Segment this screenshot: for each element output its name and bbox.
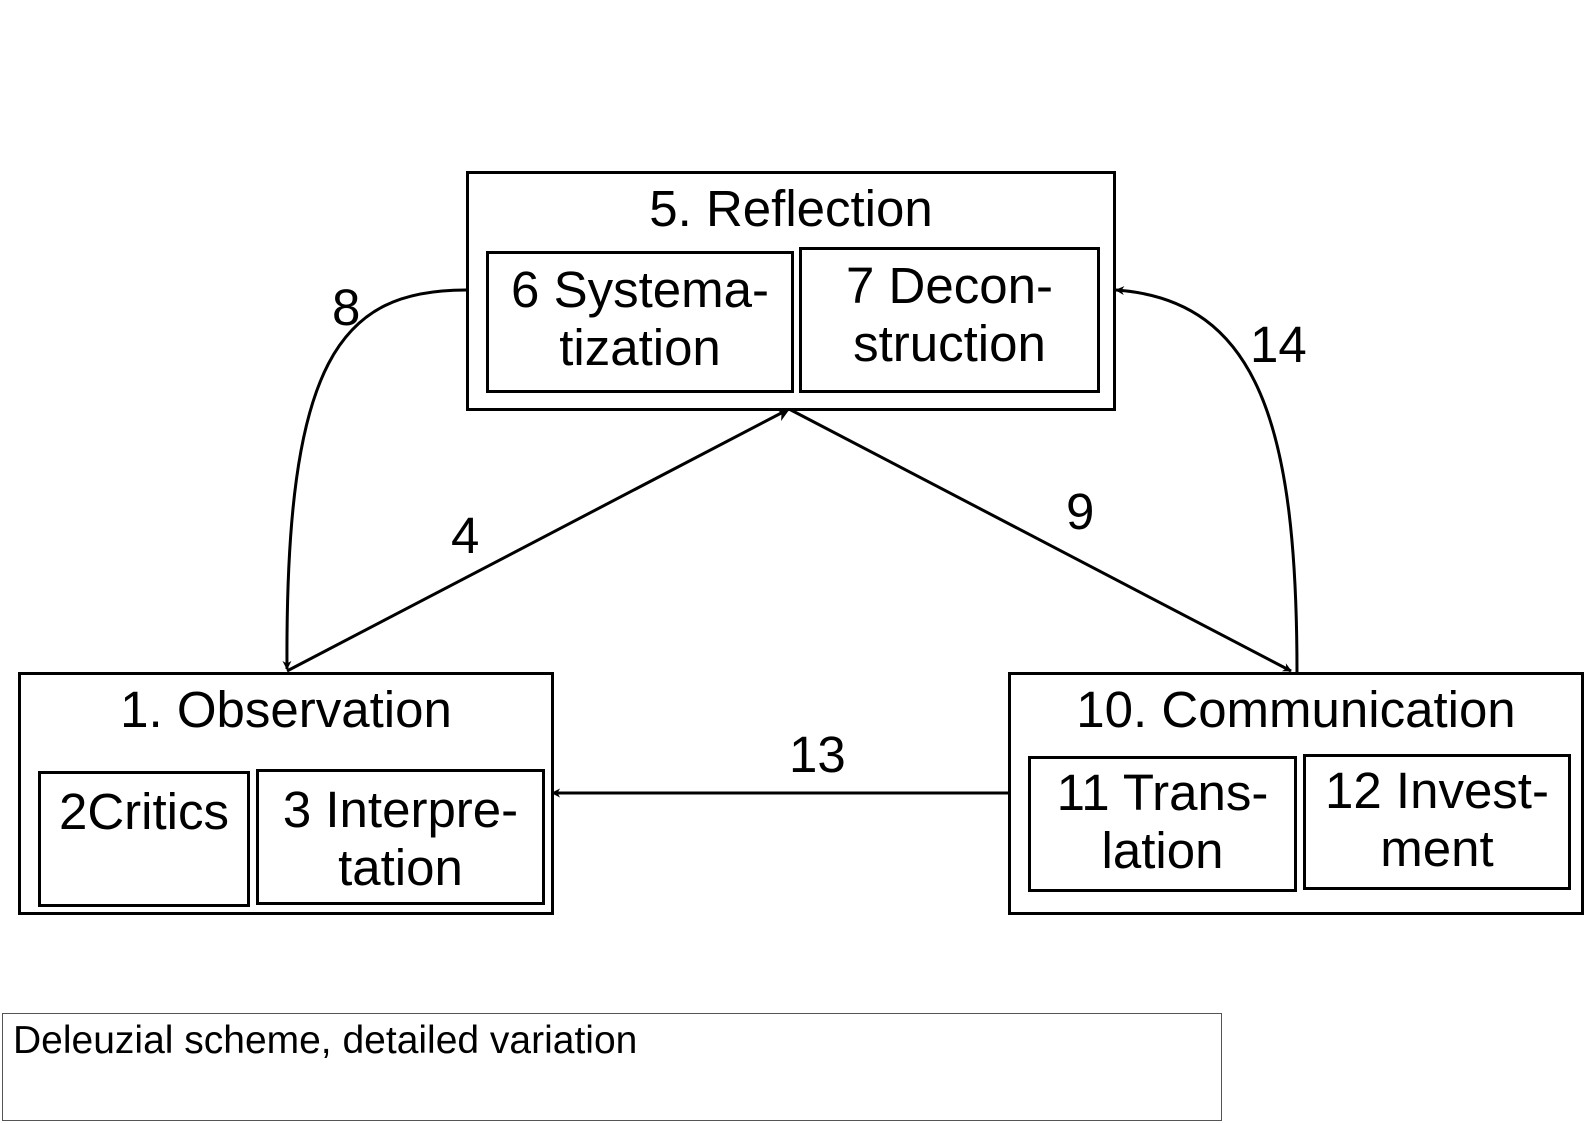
edge-14-arrow bbox=[1115, 286, 1299, 674]
interpretation-box: 3 Interpre- tation bbox=[256, 769, 545, 905]
investment-label-line2: ment bbox=[1380, 820, 1494, 877]
investment-box: 12 Invest- ment bbox=[1303, 754, 1571, 890]
interpretation-label-line1: 3 Interpre- bbox=[282, 781, 519, 838]
edge-4-arrow bbox=[286, 407, 791, 673]
translation-box: 11 Trans- lation bbox=[1028, 756, 1297, 892]
systematization-label-line1: 6 Systema- bbox=[511, 261, 769, 318]
systematization-box: 6 Systema- tization bbox=[486, 251, 794, 393]
deconstruction-box: 7 Decon- struction bbox=[799, 247, 1100, 393]
edge-8-arrow bbox=[282, 288, 467, 670]
translation-label-line2: lation bbox=[1101, 822, 1224, 879]
deconstruction-label-line2: struction bbox=[853, 315, 1046, 372]
critics-label: 2Critics bbox=[58, 783, 229, 840]
translation-label-line1: 11 Trans- bbox=[1056, 764, 1269, 821]
observation-title: 1. Observation bbox=[120, 681, 452, 738]
edge-9-arrow bbox=[788, 407, 1292, 673]
edge-13-label: 13 bbox=[789, 726, 846, 783]
investment-label-line1: 12 Invest- bbox=[1325, 762, 1549, 819]
reflection-title: 5. Reflection bbox=[649, 180, 933, 237]
observation-node: 1. Observation 2Critics 3 Interpre- tati… bbox=[18, 672, 554, 915]
edge-14-label: 14 bbox=[1250, 316, 1307, 373]
edge-9-label: 9 bbox=[1066, 483, 1095, 540]
edge-4-label: 4 bbox=[451, 507, 480, 564]
caption-text: Deleuzial scheme, detailed variation bbox=[13, 1019, 638, 1062]
deconstruction-label-line1: 7 Decon- bbox=[846, 257, 1053, 314]
reflection-node: 5. Reflection 6 Systema- tization 7 Deco… bbox=[466, 171, 1116, 411]
caption-box: Deleuzial scheme, detailed variation bbox=[2, 1013, 1222, 1121]
systematization-label-line2: tization bbox=[559, 319, 721, 376]
edge-8-label: 8 bbox=[332, 279, 361, 336]
critics-box: 2Critics bbox=[38, 771, 250, 907]
communication-node: 10. Communication 11 Trans- lation 12 In… bbox=[1008, 672, 1584, 915]
communication-title: 10. Communication bbox=[1076, 681, 1516, 738]
interpretation-label-line2: tation bbox=[338, 839, 463, 896]
